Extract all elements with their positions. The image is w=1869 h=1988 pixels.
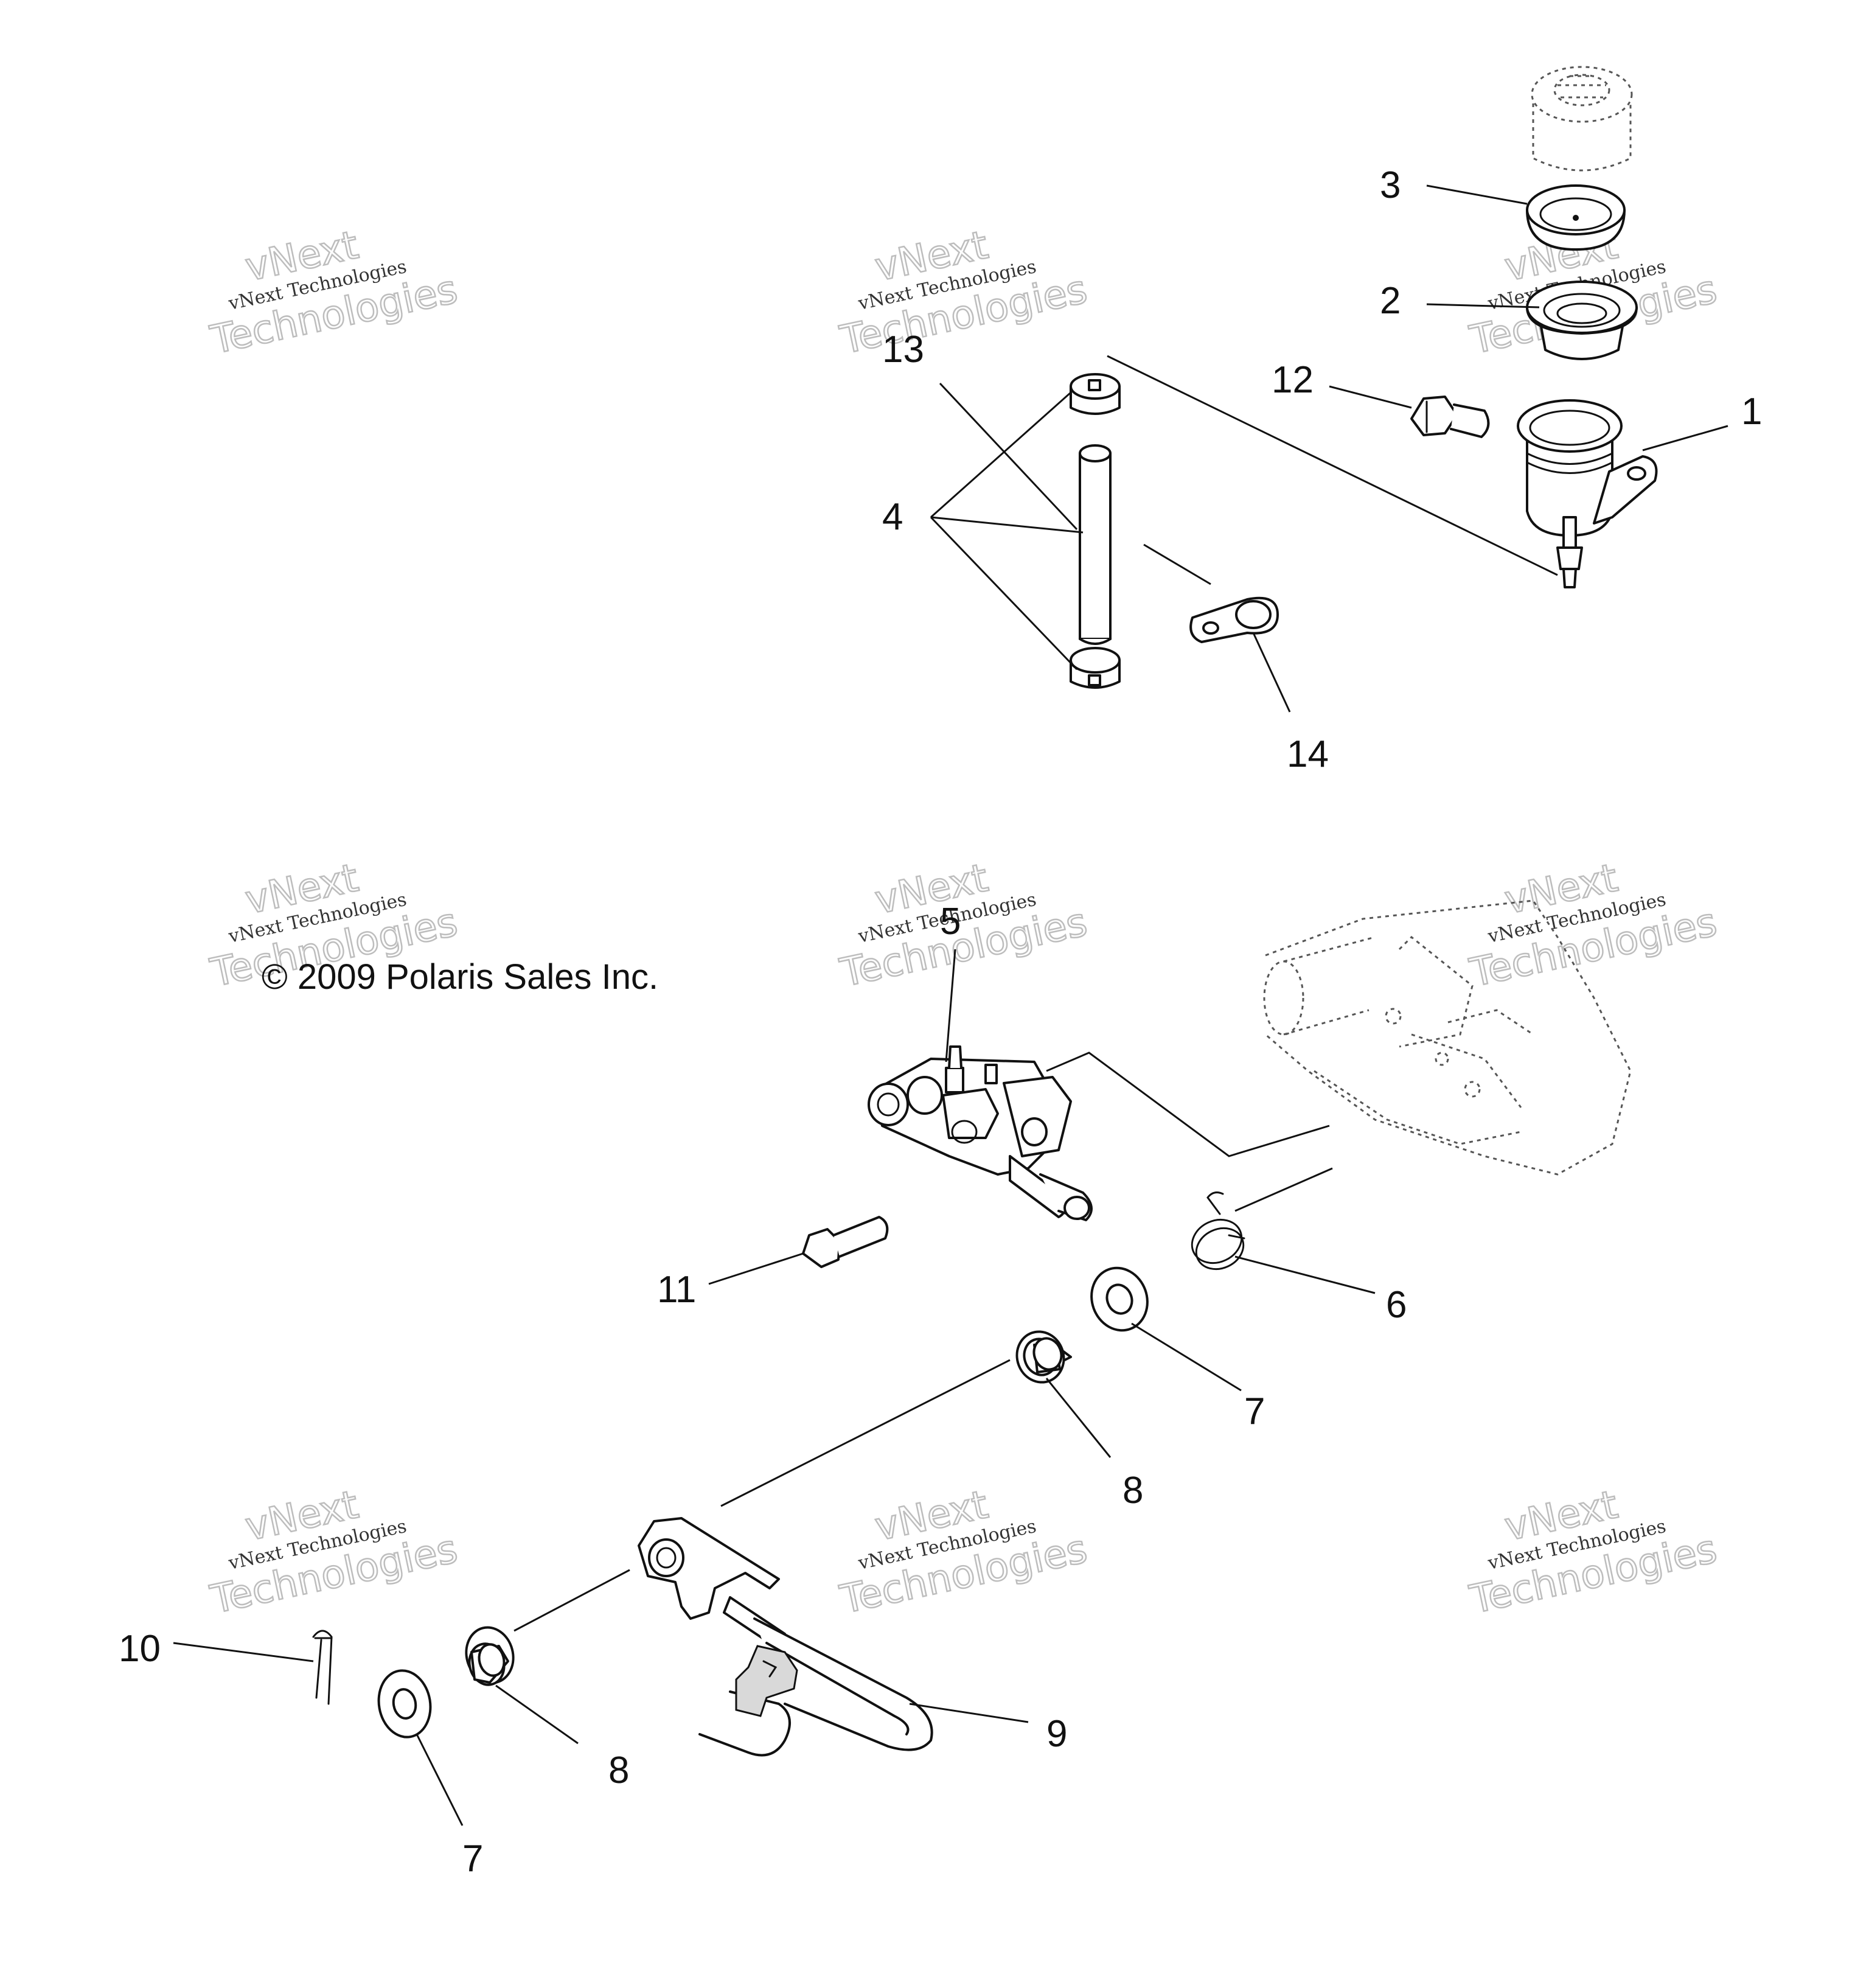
callout-2: 2 <box>1380 280 1401 322</box>
copyright-notice: © 2009 Polaris Sales Inc. <box>262 957 658 997</box>
callout-9: 9 <box>1046 1713 1067 1755</box>
callout-5: 5 <box>940 901 961 943</box>
callout-7-upper: 7 <box>1244 1390 1265 1432</box>
hose-part <box>1079 444 1112 645</box>
callout-10: 10 <box>119 1628 161 1670</box>
hose-clamp-part-top <box>1070 373 1121 415</box>
callout-6: 6 <box>1386 1284 1407 1326</box>
callout-labels: 1 2 3 4 5 6 7 7 8 8 9 10 11 12 13 14 <box>119 164 1762 1880</box>
leader-lines <box>173 184 1728 1826</box>
callout-1: 1 <box>1741 391 1762 433</box>
cotter-pin-part <box>312 1630 333 1705</box>
callout-7-lower: 7 <box>462 1838 483 1880</box>
brake-pedal-part <box>638 1517 933 1757</box>
frame-section <box>1263 899 1632 1176</box>
watermark: vNext vNext Technologies Technologies <box>1465 1482 1721 1624</box>
bushing-part-upper <box>1015 1330 1072 1384</box>
callout-8-lower: 8 <box>608 1749 629 1791</box>
hose-clip-part <box>1189 596 1279 643</box>
return-spring-part <box>1191 1191 1245 1271</box>
reservoir-cap <box>1531 66 1633 172</box>
callout-3: 3 <box>1380 164 1401 206</box>
watermark: vNext vNext Technologies Technologies <box>206 1482 462 1624</box>
bushing-part-lower <box>465 1626 515 1686</box>
callout-4: 4 <box>882 496 903 538</box>
washer-part-lower <box>377 1669 432 1739</box>
diaphragm-boot-part <box>1526 281 1638 360</box>
bolt-part-11 <box>802 1216 889 1268</box>
callout-13: 13 <box>882 329 924 371</box>
watermark: vNext vNext Technologies Technologies <box>835 222 1091 364</box>
callout-8-upper: 8 <box>1122 1470 1143 1512</box>
callout-14: 14 <box>1287 733 1329 775</box>
washer-part-upper <box>1090 1266 1149 1332</box>
brake-master-cylinder-part <box>868 1045 1093 1221</box>
watermark: vNext vNext Technologies Technologies <box>835 1482 1091 1624</box>
diaphragm-plate-part <box>1526 184 1626 251</box>
hose-clamp-part-bottom <box>1070 647 1121 689</box>
callout-11: 11 <box>657 1269 696 1311</box>
watermark: vNext vNext Technologies Technologies <box>206 222 462 364</box>
callout-12: 12 <box>1272 359 1314 401</box>
watermark: vNext vNext Technologies Technologies <box>1465 855 1721 997</box>
bolt-part-12 <box>1410 396 1490 438</box>
master-cylinder-reservoir-part <box>1517 399 1658 588</box>
